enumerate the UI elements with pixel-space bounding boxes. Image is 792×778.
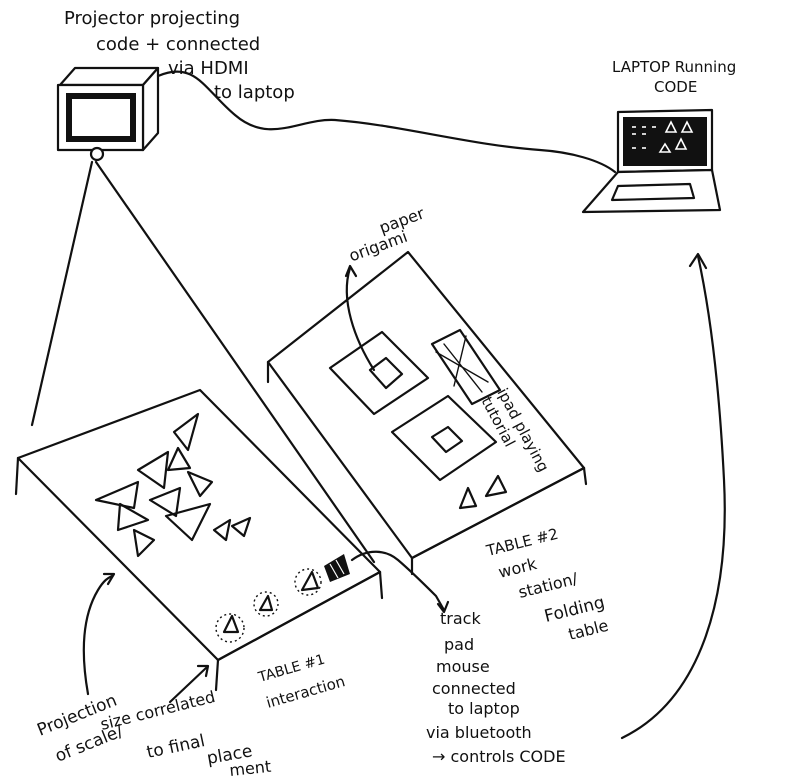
- laptop-label-line1: LAPTOP Running: [612, 58, 736, 76]
- trackpad-label-line6: via bluetooth: [426, 723, 532, 742]
- laptop-label-line2: CODE: [654, 78, 697, 96]
- table-2: [266, 250, 588, 576]
- trackpad-label-line4: connected: [432, 679, 516, 698]
- origami-label: origami paper: [346, 203, 427, 265]
- table2-label: TABLE #2 work station/ Folding table: [484, 525, 611, 644]
- projection-note-line3: size correlated: [98, 687, 217, 734]
- projection-note-arrow: [82, 574, 114, 696]
- projector-label-line3: via HDMI: [168, 58, 249, 79]
- table-1: [14, 388, 384, 692]
- projection-note-line6: ment: [228, 757, 272, 778]
- projector: [56, 66, 160, 162]
- trackpad-label: track pad mouse connected to laptop via …: [426, 609, 566, 766]
- table2-label-line1: TABLE #2: [484, 525, 560, 560]
- projector-label: Projector projecting code + connected vi…: [64, 8, 295, 103]
- table1-label: TABLE #1 interaction: [256, 652, 347, 712]
- projector-label-line2: code + connected: [96, 34, 260, 55]
- control-return-arrow: [620, 254, 726, 740]
- trackpad-pointer: [350, 550, 446, 612]
- origami-pointer: [345, 266, 376, 372]
- hdmi-cable: [156, 70, 617, 174]
- scale-shapes: [215, 554, 350, 643]
- trackpad-label-line7: → controls CODE: [432, 747, 566, 766]
- table1-corner-arrow: [168, 666, 208, 704]
- trackpad-label-line1: track: [440, 609, 481, 628]
- projector-label-line1: Projector projecting: [64, 8, 240, 29]
- tangram-shapes: [94, 412, 252, 558]
- projection-note-label: Projection of scale/ size correlated to …: [34, 687, 272, 778]
- projector-label-line4: to laptop: [214, 82, 295, 103]
- trackpad-label-line5: to laptop: [448, 699, 520, 718]
- trackpad-label-line3: mouse: [436, 657, 490, 676]
- table2-label-line2: work: [496, 554, 539, 582]
- laptop-label: LAPTOP Running CODE: [612, 58, 736, 96]
- projection-beam: [30, 160, 376, 564]
- laptop: [581, 108, 722, 214]
- projection-note-line4: to final: [145, 731, 207, 763]
- trackpad-label-line2: pad: [444, 635, 474, 654]
